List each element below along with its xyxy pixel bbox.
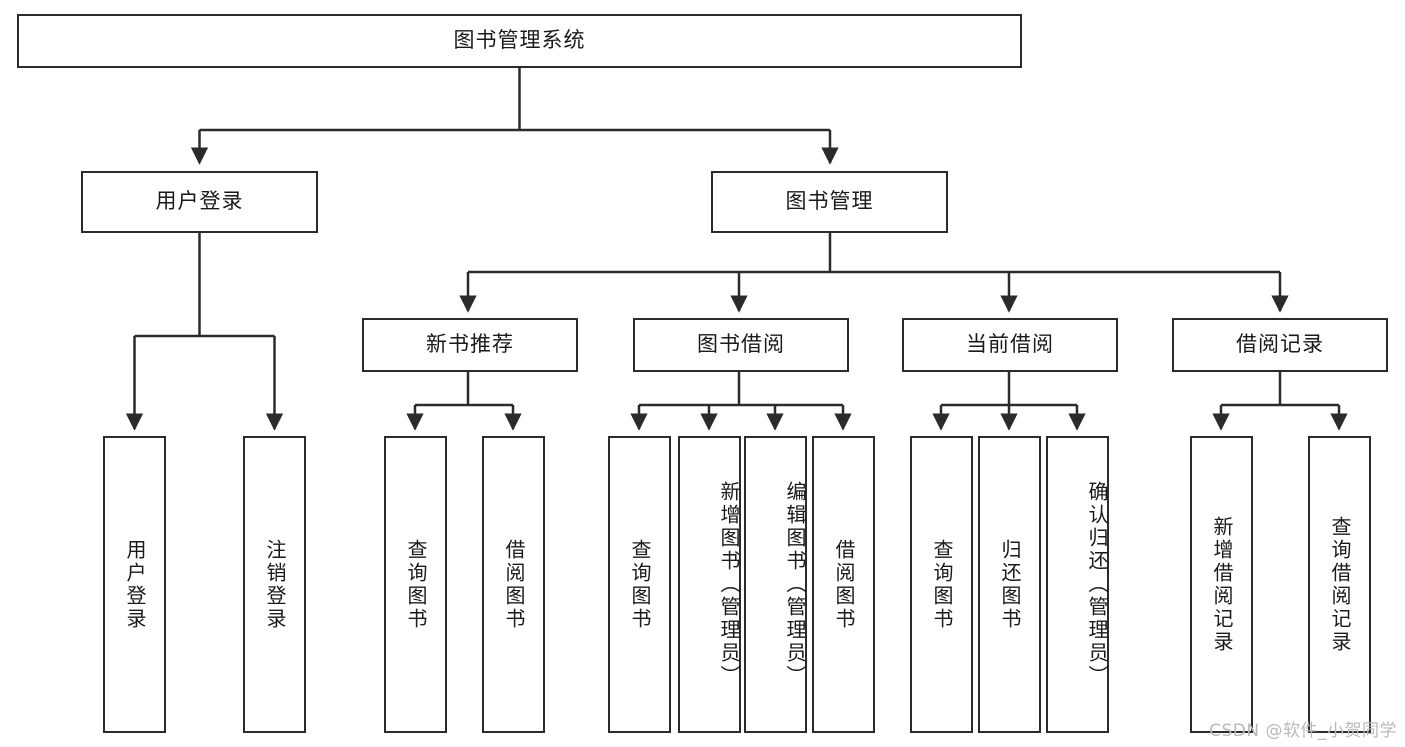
node-label: 编辑图书（管理员）: [783, 481, 807, 688]
node-leaf-return-book[interactable]: 归还图书: [978, 436, 1041, 733]
node-leaf-add-record[interactable]: 新增借阅记录: [1190, 436, 1253, 733]
watermark: CSDN @软件_小贺同学: [1209, 721, 1397, 741]
node-leaf-query-record[interactable]: 查询借阅记录: [1308, 436, 1371, 733]
node-label: 注销登录: [263, 538, 287, 631]
node-label: 新书推荐: [426, 332, 514, 357]
node-label: 借阅记录: [1236, 332, 1324, 357]
node-label: 用户登录: [155, 189, 244, 214]
node-leaf-add-book[interactable]: 新增图书（管理员）: [678, 436, 741, 733]
node-leaf-user-login[interactable]: 用户登录: [103, 436, 166, 733]
node-label: 新增借阅记录: [1210, 515, 1234, 654]
node-leaf-logout-login[interactable]: 注销登录: [243, 436, 306, 733]
node-label: 确认归还（管理员）: [1085, 481, 1109, 688]
node-current-borrow[interactable]: 当前借阅: [902, 318, 1118, 372]
node-label: 借阅图书: [502, 538, 526, 631]
node-label: 用户登录: [123, 538, 147, 631]
node-label: 借阅图书: [832, 538, 856, 631]
node-leaf-confirm-return[interactable]: 确认归还（管理员）: [1046, 436, 1109, 733]
node-root-book-management-system[interactable]: 图书管理系统: [17, 14, 1022, 68]
node-label: 查询借阅记录: [1328, 515, 1352, 654]
node-label: 新增图书（管理员）: [717, 481, 741, 688]
node-book-manage[interactable]: 图书管理: [711, 171, 948, 233]
node-leaf-borrow-book-2[interactable]: 借阅图书: [812, 436, 875, 733]
node-label: 图书管理系统: [453, 28, 586, 53]
node-borrow-record[interactable]: 借阅记录: [1172, 318, 1388, 372]
node-user-login[interactable]: 用户登录: [81, 171, 318, 233]
node-leaf-query-book-2[interactable]: 查询图书: [608, 436, 671, 733]
node-label: 查询图书: [930, 538, 954, 631]
node-leaf-query-book-1[interactable]: 查询图书: [384, 436, 447, 733]
node-label: 图书管理: [785, 189, 874, 214]
node-label: 归还图书: [998, 538, 1022, 631]
node-label: 查询图书: [404, 538, 428, 631]
node-leaf-query-book-3[interactable]: 查询图书: [910, 436, 973, 733]
node-label: 图书借阅: [697, 332, 785, 357]
node-leaf-borrow-book-1[interactable]: 借阅图书: [482, 436, 545, 733]
node-leaf-edit-book[interactable]: 编辑图书（管理员）: [744, 436, 807, 733]
node-book-borrow[interactable]: 图书借阅: [633, 318, 849, 372]
node-label: 当前借阅: [966, 332, 1054, 357]
node-new-book-recommend[interactable]: 新书推荐: [362, 318, 578, 372]
node-label: 查询图书: [628, 538, 652, 631]
